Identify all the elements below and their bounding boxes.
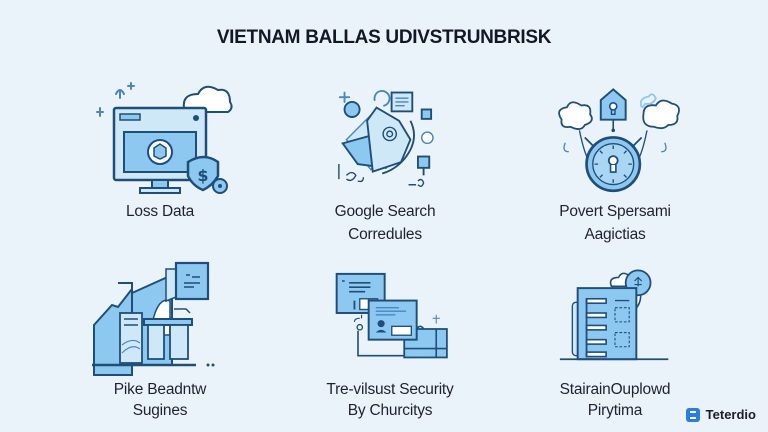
page-title: VIETNAM BALLAS UDIVSTRUNBRISK xyxy=(216,27,552,48)
document-windows-icon xyxy=(335,272,448,359)
card-label-2: Aagictias xyxy=(584,226,646,243)
card-label-2: Corredules xyxy=(348,226,422,243)
card-label-2: By Churcitys xyxy=(347,402,433,419)
card-google-search: Google Search Corredules xyxy=(285,68,485,244)
card-stairainouplowd: StairainOuplowd Pirytima xyxy=(515,248,715,420)
card-label-2: Sugines xyxy=(132,402,188,419)
card-povert-spersami: Povert Spersami Aagictias xyxy=(515,68,715,244)
brand-name: Teterdio xyxy=(705,407,756,422)
brand-watermark: Teterdio xyxy=(685,407,756,422)
card-label: Pike Beadntw xyxy=(113,381,207,398)
monitor-shield-dollar-icon: $ xyxy=(96,82,233,194)
scattered-documents-icon xyxy=(338,90,434,187)
card-pike-beadntw: Pike Beadntw Sugines xyxy=(60,248,260,420)
card-label: StairainOuplowd xyxy=(559,381,671,398)
binder-cloud-icon xyxy=(559,269,669,361)
card-label: Google Search xyxy=(334,203,436,220)
locked-gauge-clouds-icon xyxy=(558,88,680,193)
card-security: Tre-vilsust Security By Churcitys xyxy=(290,248,490,420)
card-label: Loss Data xyxy=(126,203,194,220)
card-label: Povert Spersami xyxy=(559,203,671,220)
house-billboard-icon xyxy=(92,261,215,376)
card-label: Tre-vilsust Security xyxy=(326,381,454,398)
card-loss-data: $ Loss Data xyxy=(60,68,260,225)
svg-text:$: $ xyxy=(197,166,208,185)
card-label-2: Pirytima xyxy=(587,402,643,419)
teterdio-logo-icon xyxy=(685,407,700,422)
